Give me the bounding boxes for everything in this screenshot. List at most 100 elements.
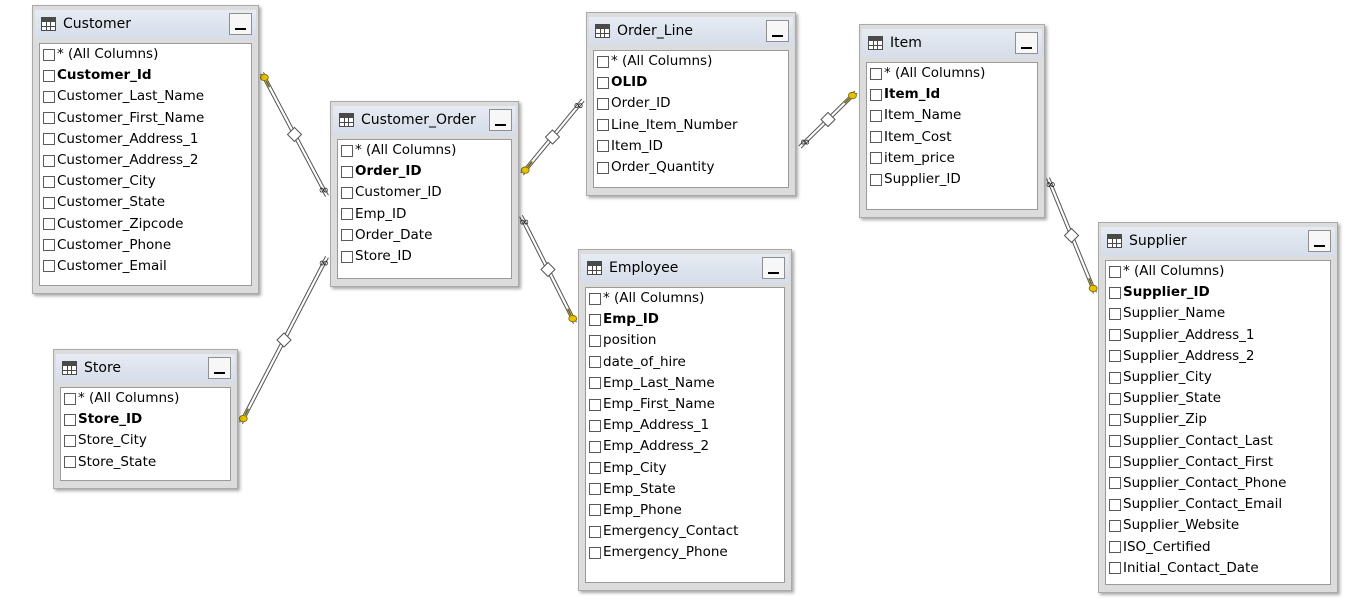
column-checkbox[interactable] (1109, 562, 1121, 575)
column-checkbox[interactable] (1109, 307, 1121, 320)
column-checkbox[interactable] (589, 356, 601, 369)
column-checkbox[interactable] (870, 131, 882, 144)
relationship-store-to-order[interactable]: ∞ (238, 256, 329, 424)
column-checkbox[interactable] (597, 161, 609, 174)
column-row[interactable]: Customer_Address_1 (40, 129, 251, 150)
column-row[interactable]: Supplier_Address_2 (1106, 346, 1330, 367)
column-row[interactable]: Supplier_Contact_Last (1106, 431, 1330, 452)
table-header[interactable]: Order_Line (589, 17, 793, 46)
column-checkbox[interactable] (870, 109, 882, 122)
column-row[interactable]: Customer_Address_2 (40, 150, 251, 171)
column-checkbox[interactable] (589, 419, 601, 432)
column-checkbox[interactable] (1109, 498, 1121, 511)
column-checkbox[interactable] (341, 250, 353, 263)
primary-key-column-row[interactable]: Item_Id (867, 84, 1037, 105)
column-checkbox[interactable] (1109, 392, 1121, 405)
column-checkbox[interactable] (870, 67, 882, 80)
column-checkbox[interactable] (341, 186, 353, 199)
primary-key-column-row[interactable]: Order_ID (338, 161, 511, 182)
minimize-button[interactable] (489, 109, 512, 131)
column-row[interactable]: Customer_Last_Name (40, 86, 251, 107)
relationship-item-to-orderline[interactable]: ∞ (798, 90, 858, 150)
column-checkbox[interactable] (589, 525, 601, 538)
primary-key-column-row[interactable]: Store_ID (61, 409, 230, 430)
column-checkbox[interactable] (597, 140, 609, 153)
primary-key-column-row[interactable]: OLID (594, 72, 788, 93)
minimize-button[interactable] (229, 13, 252, 35)
minimize-button[interactable] (1015, 32, 1038, 54)
column-checkbox[interactable] (43, 196, 55, 209)
column-row[interactable]: Supplier_City (1106, 367, 1330, 388)
table-header[interactable]: Item (862, 29, 1042, 58)
column-checkbox[interactable] (589, 398, 601, 411)
column-checkbox[interactable] (64, 392, 76, 405)
column-checkbox[interactable] (64, 434, 76, 447)
column-checkbox[interactable] (43, 133, 55, 146)
column-checkbox[interactable] (43, 239, 55, 252)
column-checkbox[interactable] (64, 456, 76, 469)
column-row[interactable]: Customer_Zipcode (40, 214, 251, 235)
column-row[interactable]: Supplier_State (1106, 388, 1330, 409)
column-checkbox[interactable] (1109, 541, 1121, 554)
column-checkbox[interactable] (597, 76, 609, 89)
column-checkbox[interactable] (589, 546, 601, 559)
column-row[interactable]: Emp_Last_Name (586, 373, 784, 394)
column-row[interactable]: Emergency_Contact (586, 521, 784, 542)
column-row[interactable]: Customer_City (40, 171, 251, 192)
column-checkbox[interactable] (341, 165, 353, 178)
column-row[interactable]: Customer_State (40, 192, 251, 213)
column-row[interactable]: Item_Cost (867, 127, 1037, 148)
column-row[interactable]: Supplier_Contact_First (1106, 452, 1330, 473)
column-row[interactable]: * (All Columns) (1106, 261, 1330, 282)
table-header[interactable]: Employee (581, 254, 789, 283)
column-checkbox[interactable] (1109, 265, 1121, 278)
column-checkbox[interactable] (589, 292, 601, 305)
column-row[interactable]: ISO_Certified (1106, 536, 1330, 557)
column-row[interactable]: * (All Columns) (586, 288, 784, 309)
column-row[interactable]: Emergency_Phone (586, 542, 784, 563)
column-checkbox[interactable] (43, 218, 55, 231)
table-header[interactable]: Customer_Order (333, 106, 516, 135)
column-row[interactable]: Emp_City (586, 458, 784, 479)
column-checkbox[interactable] (870, 173, 882, 186)
column-checkbox[interactable] (43, 260, 55, 273)
minimize-button[interactable] (208, 357, 231, 379)
column-row[interactable]: Supplier_Name (1106, 303, 1330, 324)
column-checkbox[interactable] (1109, 371, 1121, 384)
column-row[interactable]: Store_ID (338, 246, 511, 267)
column-checkbox[interactable] (589, 377, 601, 390)
column-checkbox[interactable] (597, 97, 609, 110)
column-checkbox[interactable] (341, 144, 353, 157)
column-row[interactable]: position (586, 330, 784, 351)
relationship-employee-to-order[interactable]: ∞ (519, 215, 578, 324)
primary-key-column-row[interactable]: Supplier_ID (1106, 282, 1330, 303)
column-row[interactable]: Supplier_Contact_Phone (1106, 473, 1330, 494)
primary-key-column-row[interactable]: Customer_Id (40, 65, 251, 86)
column-checkbox[interactable] (597, 55, 609, 68)
column-checkbox[interactable] (589, 440, 601, 453)
column-checkbox[interactable] (43, 112, 55, 125)
column-row[interactable]: Initial_Contact_Date (1106, 558, 1330, 579)
minimize-button[interactable] (762, 257, 785, 279)
column-row[interactable]: Order_Quantity (594, 157, 788, 178)
column-checkbox[interactable] (589, 504, 601, 517)
column-checkbox[interactable] (1109, 477, 1121, 490)
column-checkbox[interactable] (43, 175, 55, 188)
column-checkbox[interactable] (64, 413, 76, 426)
table-header[interactable]: Customer (35, 10, 256, 39)
column-checkbox[interactable] (43, 48, 55, 61)
relationship-supplier-to-item[interactable]: ∞ (1045, 177, 1098, 294)
column-checkbox[interactable] (1109, 435, 1121, 448)
relationship-order-to-orderline[interactable]: ∞ (520, 98, 585, 176)
column-checkbox[interactable] (1109, 519, 1121, 532)
column-checkbox[interactable] (43, 154, 55, 167)
column-checkbox[interactable] (1109, 286, 1121, 299)
